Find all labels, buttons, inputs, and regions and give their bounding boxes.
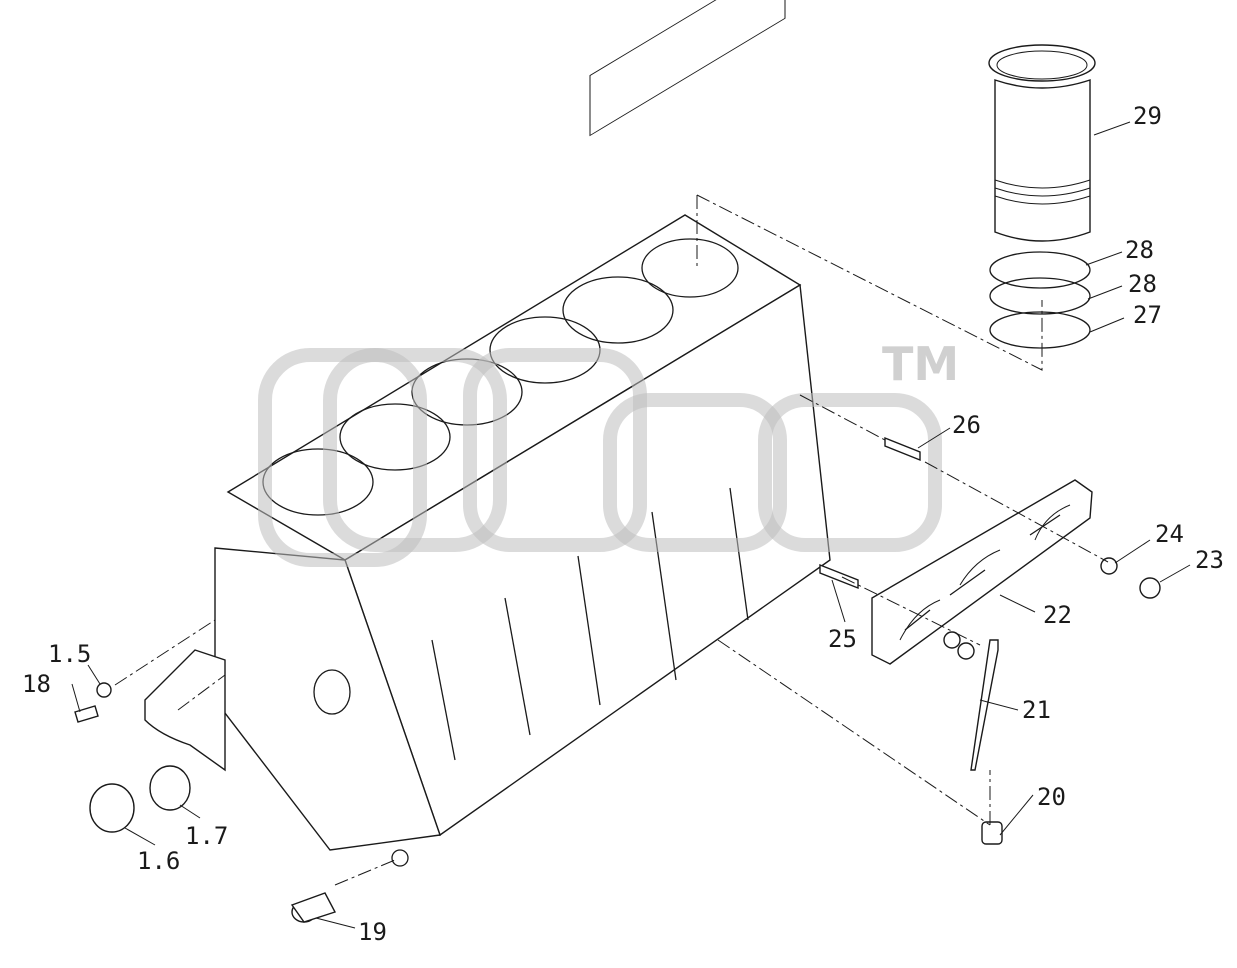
callout-28-lower: 28 xyxy=(1128,270,1157,298)
watermark-logo: TM xyxy=(258,337,959,567)
cylinder-block xyxy=(214,0,831,867)
callout-20: 20 xyxy=(1037,783,1066,811)
leader-lines xyxy=(71,121,1191,929)
callout-1-7: 1.7 xyxy=(185,822,228,850)
callout-25: 25 xyxy=(828,625,857,653)
side-cover xyxy=(871,479,1093,665)
callout-labels: 29 28 28 27 26 24 23 22 25 21 20 19 18 1… xyxy=(22,102,1224,946)
callout-26: 26 xyxy=(952,411,981,439)
callout-19: 19 xyxy=(358,918,387,946)
assembly-center-lines xyxy=(114,194,1109,886)
trademark-symbol: TM xyxy=(882,337,959,391)
small-parts xyxy=(74,436,1161,923)
callout-1-5: 1.5 xyxy=(48,640,91,668)
cylinder-liner-assembly xyxy=(988,44,1096,349)
callout-24: 24 xyxy=(1155,520,1184,548)
callout-23: 23 xyxy=(1195,546,1224,574)
callout-18: 18 xyxy=(22,670,51,698)
callout-21: 21 xyxy=(1022,696,1051,724)
callout-22: 22 xyxy=(1043,601,1072,629)
callout-29: 29 xyxy=(1133,102,1162,130)
callout-1-6: 1.6 xyxy=(137,847,180,875)
callout-28-upper: 28 xyxy=(1125,236,1154,264)
callout-27: 27 xyxy=(1133,301,1162,329)
